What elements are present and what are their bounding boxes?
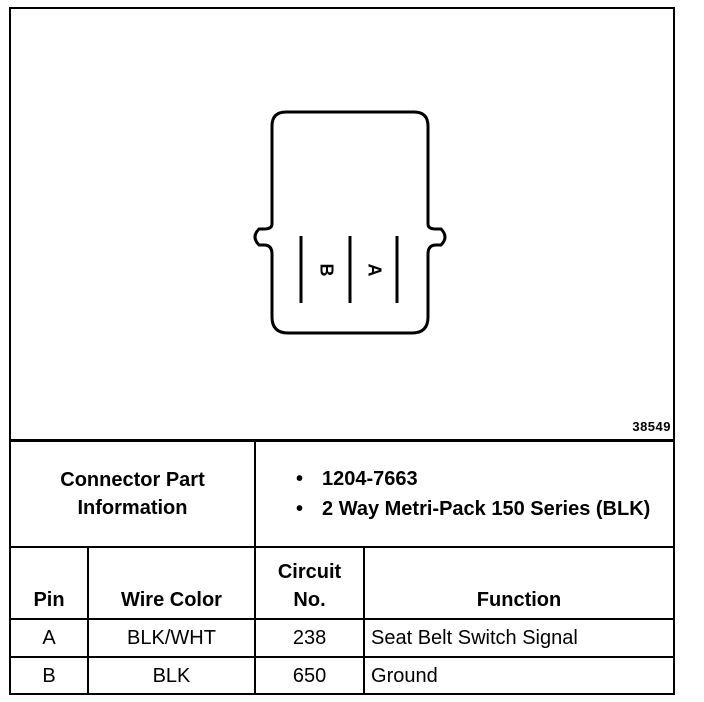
- part-info-row: Connector Part Information 1204-7663 2 W…: [11, 442, 674, 548]
- cell-wire-color: BLK/WHT: [86, 618, 257, 658]
- part-info-list: 1204-7663 2 Way Metri-Pack 150 Series (B…: [254, 442, 674, 548]
- header-pin: Pin: [11, 546, 89, 620]
- cell-function: Ground: [363, 656, 674, 694]
- table-row: B BLK 650 Ground: [11, 656, 674, 694]
- table-header-row: Pin Wire Color Circuit No. Function: [11, 546, 674, 620]
- connector-table: Connector Part Information 1204-7663 2 W…: [11, 442, 674, 694]
- header-circuit: Circuit No.: [254, 546, 366, 620]
- connector-info-sheet: B A 38549 Connector Part Information 120…: [9, 7, 675, 695]
- cell-circuit: 238: [254, 618, 366, 658]
- pin-label-b: B: [316, 264, 336, 277]
- cell-pin: A: [11, 618, 89, 658]
- header-function: Function: [363, 546, 674, 620]
- connector-description: 2 Way Metri-Pack 150 Series (BLK): [296, 494, 673, 524]
- cell-function: Seat Belt Switch Signal: [363, 618, 674, 658]
- cell-wire-color: BLK: [86, 656, 257, 694]
- part-info-label: Connector Part Information: [11, 442, 257, 548]
- pin-label-a: A: [364, 264, 384, 277]
- part-number: 1204-7663: [296, 464, 673, 494]
- cell-circuit: 650: [254, 656, 366, 694]
- figure-id: 38549: [632, 419, 671, 434]
- header-wire-color: Wire Color: [86, 546, 257, 620]
- connector-body-outline: [253, 110, 447, 335]
- connector-diagram-area: B A 38549: [11, 9, 673, 442]
- table-row: A BLK/WHT 238 Seat Belt Switch Signal: [11, 618, 674, 658]
- cell-pin: B: [11, 656, 89, 694]
- connector-drawing: B A: [253, 110, 447, 335]
